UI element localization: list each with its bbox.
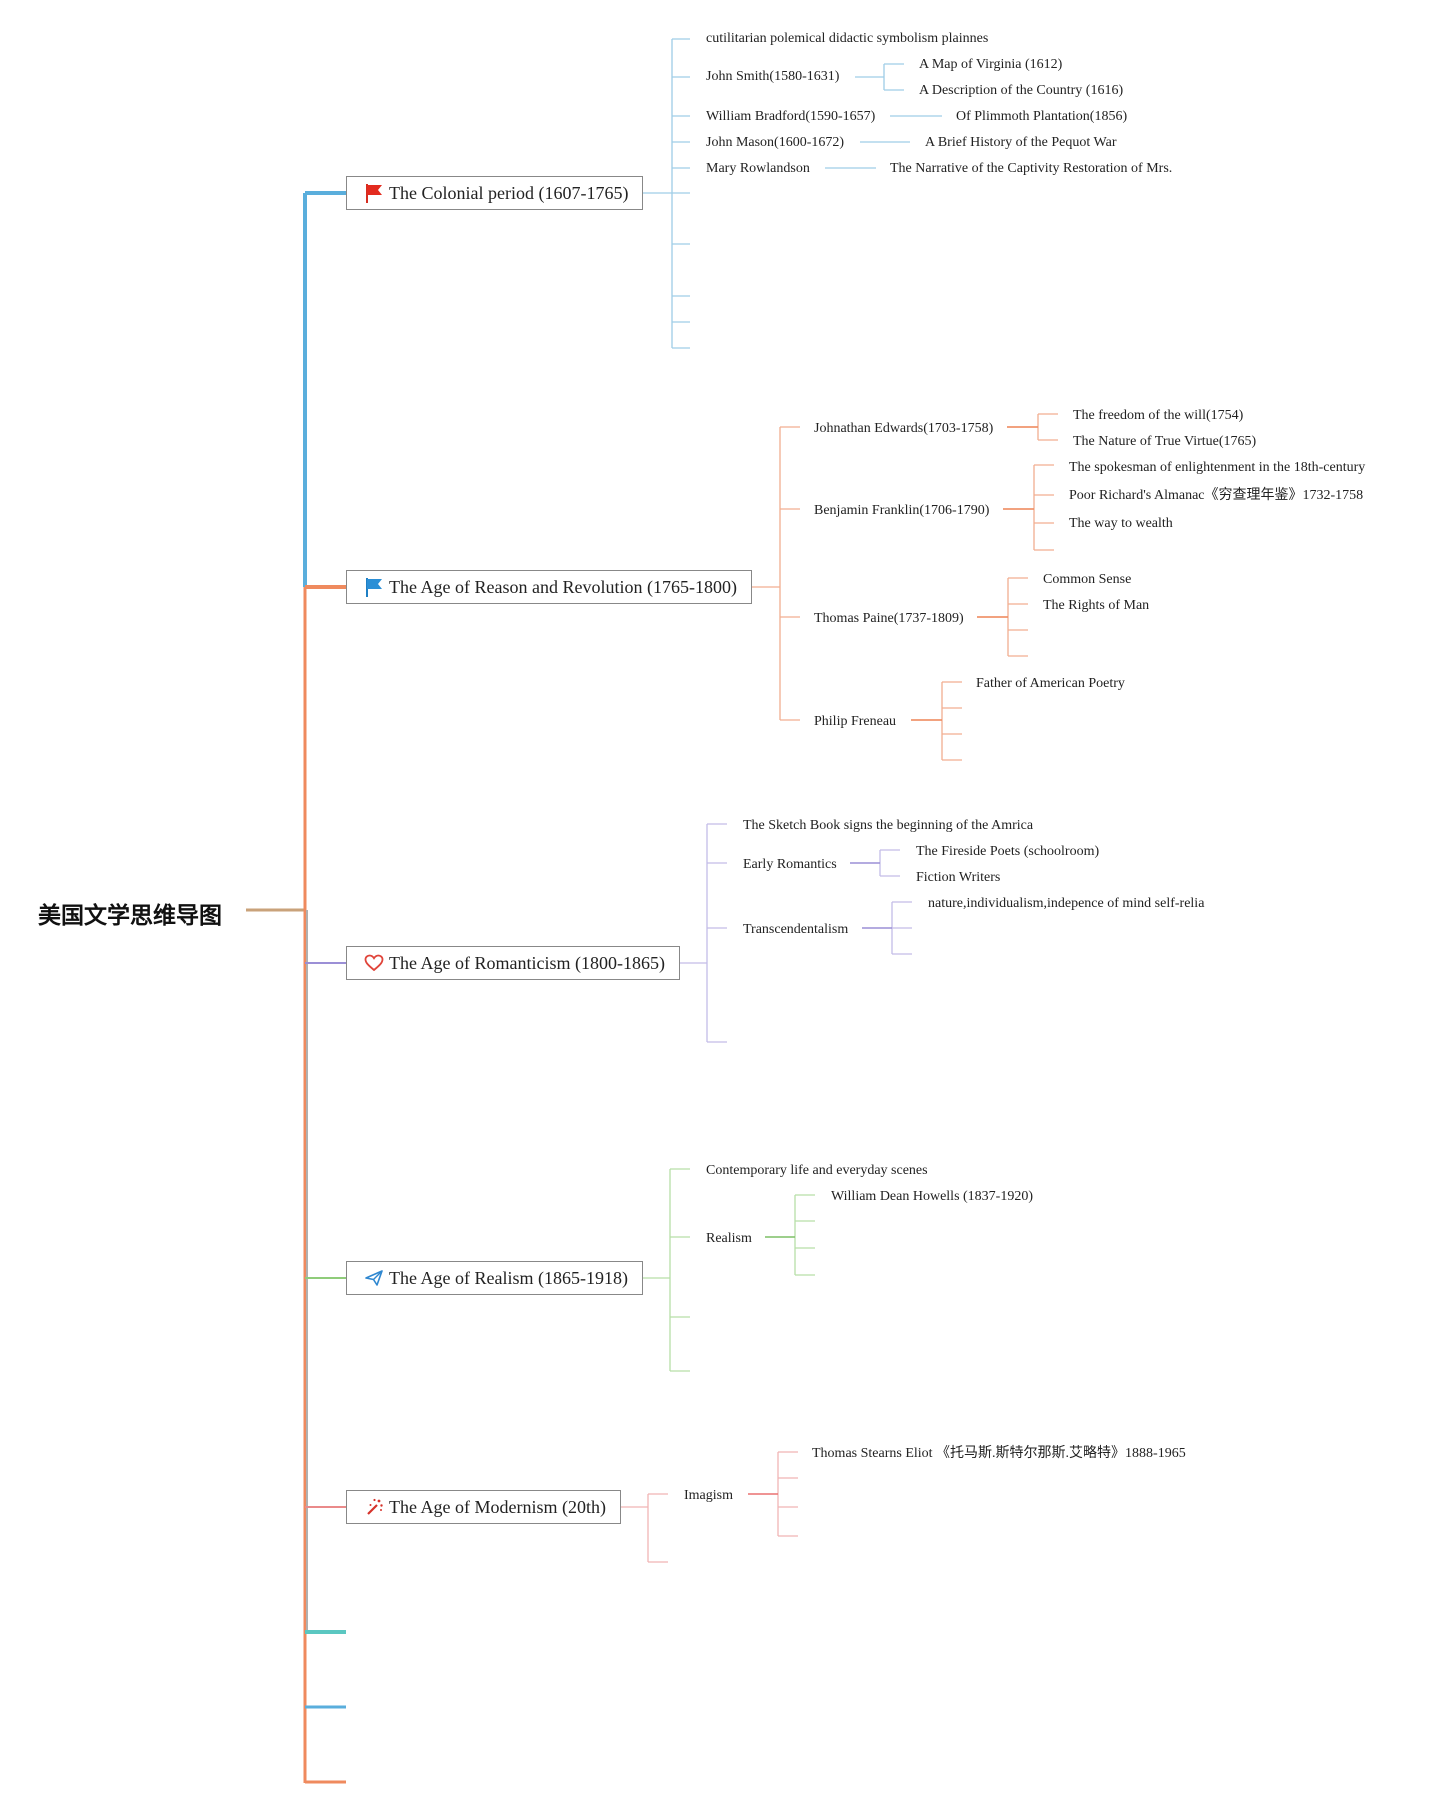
work-narrative-captivity[interactable]: The Narrative of the Captivity Restorati… — [890, 161, 1173, 176]
era-reason[interactable]: The Age of Reason and Revolution (1765-1… — [346, 570, 752, 604]
work-nature-true-virtue[interactable]: The Nature of True Virtue(1765) — [1073, 434, 1257, 449]
paper-plane-icon — [363, 1267, 385, 1289]
colonial-style-note[interactable]: cutilitarian polemical didactic symbolis… — [706, 31, 989, 46]
realism-topic[interactable]: Realism — [706, 1231, 752, 1246]
author-ts-eliot[interactable]: Thomas Stearns Eliot 《托马斯.斯特尔那斯.艾略特》1888… — [812, 1446, 1186, 1461]
contemporary-life-note[interactable]: Contemporary life and everyday scenes — [706, 1163, 928, 1178]
author-mary-rowlandson[interactable]: Mary Rowlandson — [706, 161, 810, 176]
freneau-father-poetry-note[interactable]: Father of American Poetry — [976, 676, 1125, 691]
era-realism[interactable]: The Age of Realism (1865-1918) — [346, 1261, 643, 1295]
red-flag-icon — [363, 182, 385, 204]
era-modernism-label: The Age of Modernism (20th) — [389, 1496, 606, 1517]
imagism-topic[interactable]: Imagism — [684, 1488, 733, 1503]
blue-flag-icon — [363, 576, 385, 598]
fireside-poets[interactable]: The Fireside Poets (schoolroom) — [916, 844, 1100, 859]
era-colonial[interactable]: The Colonial period (1607-1765) — [346, 176, 644, 210]
author-john-smith[interactable]: John Smith(1580-1631) — [706, 69, 840, 84]
work-common-sense[interactable]: Common Sense — [1043, 572, 1132, 587]
work-plimmoth-plantation[interactable]: Of Plimmoth Plantation(1856) — [956, 109, 1128, 124]
author-john-mason[interactable]: John Mason(1600-1672) — [706, 135, 845, 150]
root-topic[interactable]: 美国文学思维导图 — [38, 903, 222, 929]
author-william-bradford[interactable]: William Bradford(1590-1657) — [706, 109, 876, 124]
era-romanticism-label: The Age of Romanticism (1800-1865) — [389, 952, 665, 973]
transcendentalism-traits[interactable]: nature,individualism,indepence of mind s… — [928, 896, 1205, 911]
work-poor-richards-almanac[interactable]: Poor Richard's Almanac《穷查理年鉴》1732-1758 — [1069, 488, 1364, 503]
era-modernism[interactable]: The Age of Modernism (20th) — [346, 1490, 621, 1524]
heart-icon — [363, 952, 385, 974]
era-reason-label: The Age of Reason and Revolution (1765-1… — [389, 576, 737, 597]
franklin-enlightenment-note[interactable]: The spokesman of enlightenment in the 18… — [1069, 460, 1366, 475]
work-way-to-wealth[interactable]: The way to wealth — [1069, 516, 1173, 531]
early-romantics[interactable]: Early Romantics — [743, 857, 837, 872]
sketch-book-note[interactable]: The Sketch Book signs the beginning of t… — [743, 818, 1034, 833]
author-thomas-paine[interactable]: Thomas Paine(1737-1809) — [814, 611, 964, 626]
era-realism-label: The Age of Realism (1865-1918) — [389, 1267, 628, 1288]
author-jonathan-edwards[interactable]: Johnathan Edwards(1703-1758) — [814, 421, 994, 436]
era-romanticism[interactable]: The Age of Romanticism (1800-1865) — [346, 946, 680, 980]
author-william-dean-howells[interactable]: William Dean Howells (1837-1920) — [831, 1189, 1034, 1204]
transcendentalism[interactable]: Transcendentalism — [743, 922, 849, 937]
author-benjamin-franklin[interactable]: Benjamin Franklin(1706-1790) — [814, 503, 990, 518]
work-map-of-virginia[interactable]: A Map of Virginia (1612) — [919, 57, 1063, 72]
work-rights-of-man[interactable]: The Rights of Man — [1043, 598, 1150, 613]
sparkle-wand-icon — [363, 1496, 385, 1518]
author-philip-freneau[interactable]: Philip Freneau — [814, 714, 897, 729]
era-colonial-label: The Colonial period (1607-1765) — [389, 182, 629, 203]
work-description-of-country[interactable]: A Description of the Country (1616) — [919, 83, 1124, 98]
work-pequot-war[interactable]: A Brief History of the Pequot War — [925, 135, 1117, 150]
work-freedom-of-will[interactable]: The freedom of the will(1754) — [1073, 408, 1244, 423]
fiction-writers[interactable]: Fiction Writers — [916, 870, 1001, 885]
